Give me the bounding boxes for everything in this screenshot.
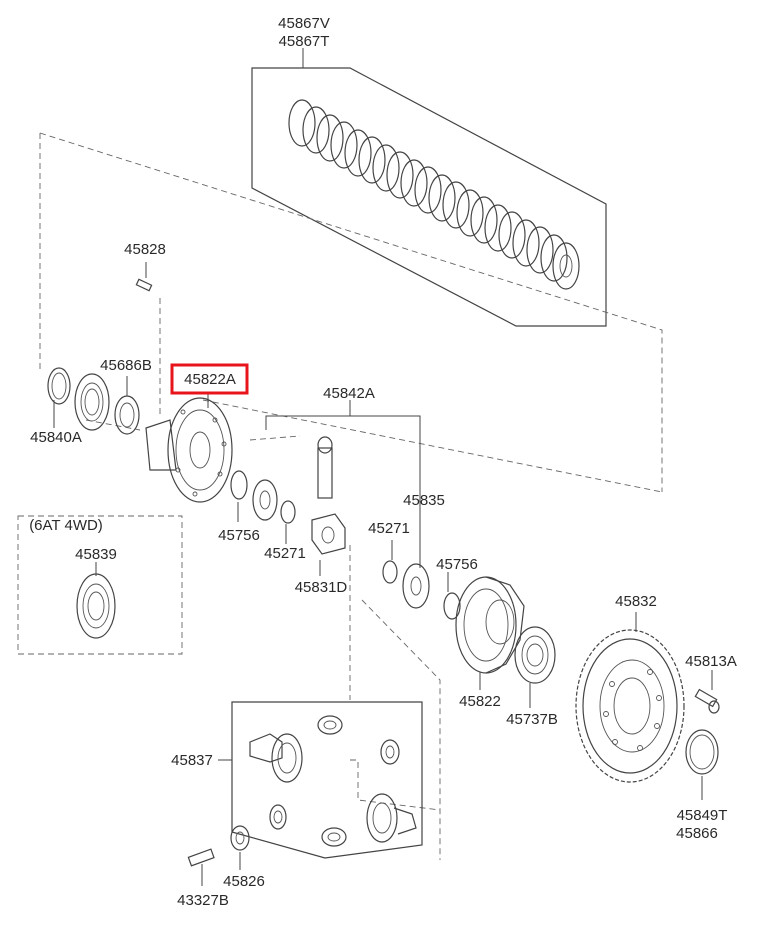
seal-45840A: [47, 367, 71, 428]
thrust-washer-45835: [402, 563, 430, 609]
label-45271-left: 45271: [264, 545, 306, 562]
label-6at4wd: (6AT 4WD): [29, 517, 103, 534]
seal-45686B: [114, 376, 140, 435]
washer-45849T: [685, 729, 719, 800]
label-45866: 45866: [676, 825, 718, 842]
washer-45756-left: [230, 470, 248, 522]
label-45831D: 45831D: [295, 579, 348, 596]
label-45842A: 45842A: [323, 385, 375, 402]
label-45840A: 45840A: [30, 429, 82, 446]
label-43327B: 43327B: [177, 892, 229, 909]
bolt-45813A: [694, 670, 720, 714]
label-45826: 45826: [223, 873, 265, 890]
label-45686B: 45686B: [100, 357, 152, 374]
label-45813A: 45813A: [685, 653, 737, 670]
label-45271-right: 45271: [368, 520, 410, 537]
clutch-plates: [288, 99, 580, 290]
label-45737B: 45737B: [506, 711, 558, 728]
gearset-connector: [349, 545, 441, 860]
bracket-45842A: [249, 400, 421, 568]
thrust-washer-45842A-left: [252, 479, 278, 521]
label-45839: 45839: [75, 546, 117, 563]
ring-gear-45832: [575, 612, 685, 783]
bearing-45840A: [74, 373, 110, 431]
part-labels: 45867V 45867T 45828 45686B 45822A 45842A…: [29, 15, 737, 909]
label-45835: 45835: [403, 492, 445, 509]
label-45867V: 45867V: [278, 15, 330, 32]
label-45756-right: 45756: [436, 556, 478, 573]
gearset-45837: [218, 701, 423, 859]
assembly-outline: [39, 132, 663, 493]
side-gear-left: [249, 733, 303, 783]
label-45756-left: 45756: [218, 527, 260, 544]
block-45831D: [311, 513, 346, 576]
pin-45828: [135, 262, 153, 292]
pin-43327B: [187, 848, 215, 886]
diff-case-45822: [455, 576, 525, 690]
pinion-gear-right: [380, 739, 400, 765]
label-45822A: 45822A: [184, 371, 236, 388]
label-45867T: 45867T: [279, 33, 330, 50]
label-45849T: 45849T: [677, 807, 728, 824]
label-45837: 45837: [171, 752, 213, 769]
washer-45826: [230, 825, 250, 870]
washer-45756-right: [443, 572, 461, 620]
pinion-gear-bottom: [321, 827, 347, 847]
diff-case-45822A: [145, 392, 233, 503]
pinion-gear-left-low: [269, 804, 287, 830]
bearing-45737B: [514, 626, 556, 708]
label-45822: 45822: [459, 693, 501, 710]
group-6at4wd: [17, 515, 183, 655]
pinion-gear-top: [317, 715, 343, 735]
washer-45271-left: [280, 500, 296, 544]
label-45832: 45832: [615, 593, 657, 610]
pinion-shaft: [317, 436, 333, 499]
side-gear-right: [366, 793, 417, 843]
plate-pack-group: [251, 48, 607, 327]
washer-45271-right: [382, 540, 398, 584]
highlight-box-45822A: [170, 363, 249, 395]
label-45828: 45828: [124, 241, 166, 258]
